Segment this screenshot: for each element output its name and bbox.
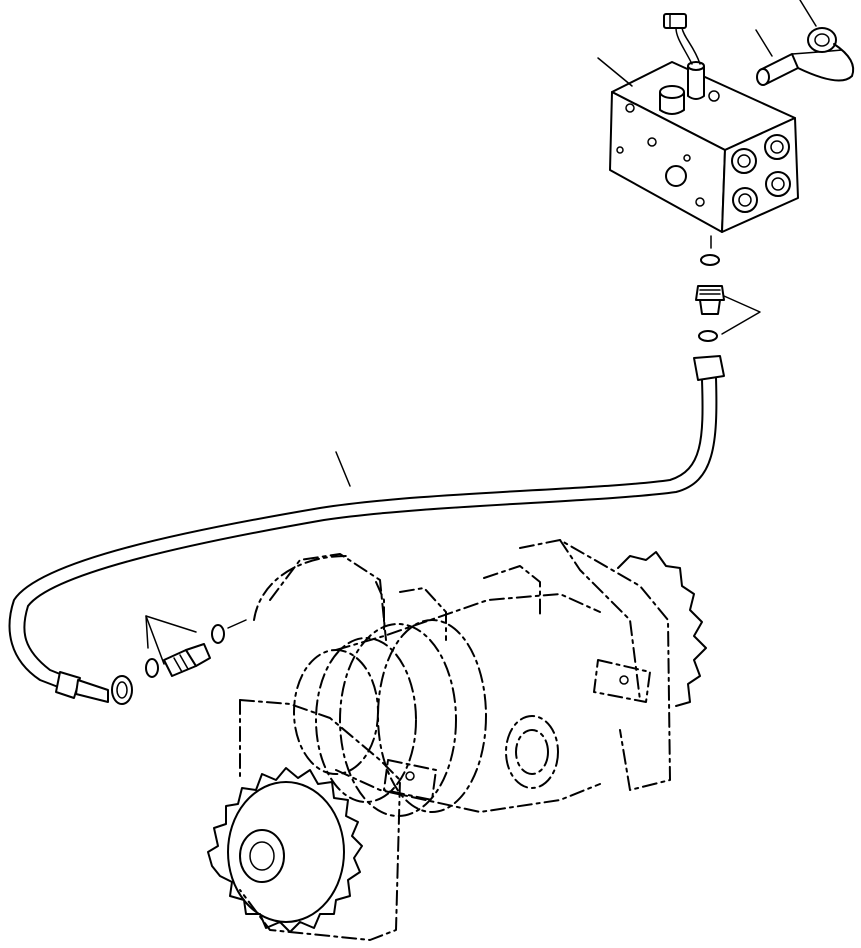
hose-assembly [8,355,725,705]
callout-leader-coupler-fitting [755,29,773,57]
assembly-centerline-lower [227,619,247,629]
lower-o-ring-left [145,658,159,678]
quick-coupler-with-cap [756,27,855,86]
callout-leader-upper-group [721,295,761,335]
callout-leader-lower-group-branch [145,615,149,649]
lower-adapter-fitting [163,643,211,677]
lower-o-ring-top [698,330,718,342]
travel-motor-final-drive [207,539,707,941]
valve-block [609,27,799,233]
callout-leader-valve-block [597,57,633,87]
lower-o-ring-right [211,624,225,644]
electrical-connector [663,13,687,29]
callout-leader-hose [335,451,351,487]
upper-adapter-fitting [695,285,725,315]
callout-leader-coupler-cap [799,0,817,27]
upper-o-ring [700,254,720,266]
